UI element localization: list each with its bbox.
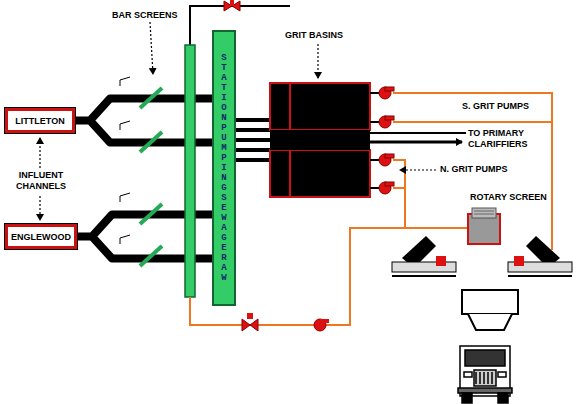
leader [39, 196, 40, 220]
hopper-cone [468, 314, 512, 330]
feed-line [236, 138, 270, 142]
drive [436, 256, 446, 266]
bar-screen [140, 88, 162, 108]
callout-label: S. GRIT PUMPS [462, 101, 548, 112]
inlet-box: ENGLEWOOD [5, 224, 77, 249]
feed-line [236, 148, 270, 152]
screen-header-bar [185, 45, 195, 297]
inlet-wall [289, 83, 291, 130]
headlight [498, 372, 506, 377]
grit-basin [270, 83, 370, 130]
bar-screen [140, 204, 162, 224]
suction [370, 187, 379, 189]
grit-piping [190, 93, 552, 325]
pump-outlet [320, 319, 329, 323]
valve-symbol [224, 1, 240, 11]
inlet-wall [289, 150, 291, 197]
pipe [393, 93, 552, 250]
inlet-box: LITTLETON [5, 108, 75, 133]
effluent-channel [270, 130, 370, 150]
callout-label: BAR SCREENS [112, 10, 192, 21]
grit-hopper [462, 290, 518, 330]
leader [150, 22, 153, 74]
drive [514, 256, 524, 266]
feed-line [236, 128, 270, 132]
top-valve [190, 0, 290, 46]
feed-line [236, 118, 270, 122]
suction [370, 159, 379, 161]
base [392, 275, 456, 277]
screen-rakes [120, 77, 130, 244]
valve-stem [230, 0, 234, 6]
pump-outlet [385, 154, 394, 158]
pipe [393, 121, 552, 123]
pipe [190, 6, 290, 46]
screen-drum [472, 208, 496, 218]
truck [458, 346, 512, 403]
windshield [465, 350, 505, 366]
callout-label: ROTARY SCREEN [470, 192, 560, 203]
hopper-box [462, 290, 518, 314]
pump-outlet [385, 116, 394, 120]
node-text: ENGLEWOOD [11, 232, 71, 242]
bar-screen [140, 246, 162, 266]
classifier-trough [392, 262, 456, 272]
screen-mesh [474, 211, 494, 214]
feed-line [236, 158, 270, 162]
headlight [464, 372, 472, 377]
effluent-line [370, 132, 466, 134]
pipe [393, 187, 405, 189]
rake [120, 77, 130, 86]
leader [39, 138, 40, 168]
pump-outlet [385, 182, 394, 186]
leader-arrows [40, 22, 436, 220]
rake [120, 235, 130, 244]
node-text: STATION PUMPING SEWAGE RAW [220, 53, 229, 283]
leader [400, 169, 436, 170]
callout-label: TO PRIMARY CLARIFFIERS [468, 128, 548, 150]
return-pump-valve [242, 313, 329, 331]
callout-label: INFLUENT CHANNELS [10, 170, 72, 192]
rake [120, 193, 130, 202]
bar-screen [140, 132, 162, 152]
callout-label: N. GRIT PUMPS [440, 164, 540, 175]
base [508, 275, 572, 277]
left-classifier [392, 236, 456, 276]
suction [370, 92, 379, 94]
leader [317, 44, 318, 78]
grit-pumps [379, 87, 394, 194]
node-text: LITTLETON [15, 116, 64, 126]
pump-outlet [385, 87, 394, 91]
effluent-arrow [370, 141, 462, 144]
wheel [498, 393, 508, 403]
right-classifier [508, 236, 572, 276]
wheel [462, 393, 472, 403]
valve-stem [247, 313, 253, 319]
grille [474, 370, 496, 386]
grit-basins [270, 83, 370, 197]
suction [370, 121, 379, 123]
grit-basin [270, 150, 370, 197]
basin-feeds [236, 120, 270, 160]
bar-screens [140, 88, 162, 266]
valve-symbol [242, 319, 258, 331]
callout-label: GRIT BASINS [285, 30, 365, 41]
rotary-screen [468, 208, 500, 244]
grille-bars [476, 372, 492, 384]
rake [120, 121, 130, 130]
pumping-station-band: STATION PUMPING SEWAGE RAW [212, 30, 236, 306]
